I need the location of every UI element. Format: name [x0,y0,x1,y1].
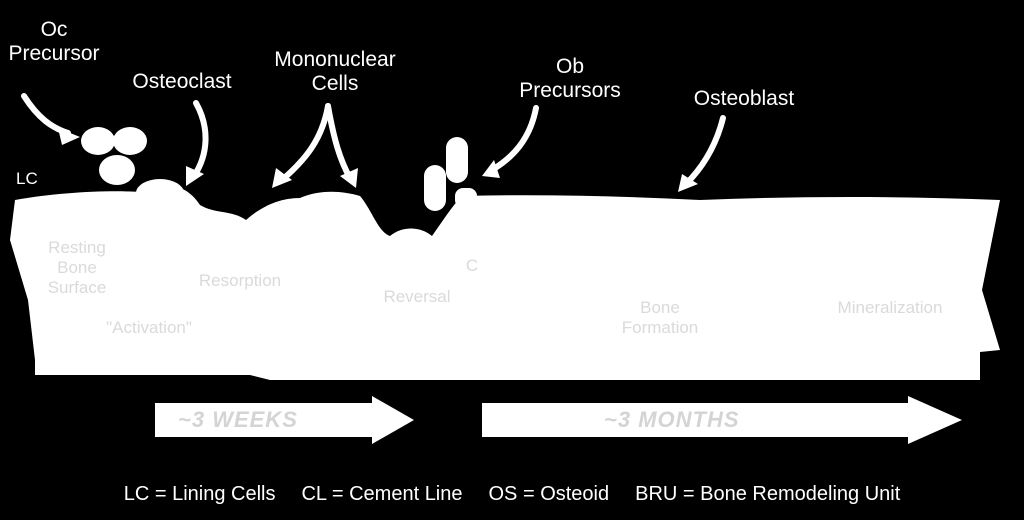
legend: LC = Lining Cells CL = Cement Line OS = … [0,481,1024,507]
legend-bru: BRU = Bone Remodeling Unit [635,483,901,505]
phase-activation-label: "Activation" [106,318,192,337]
legend-os: OS = Osteoid [488,483,610,505]
lc-label: LC [16,169,38,188]
phase-formation-label: Bone Formation [621,298,699,337]
phase-resting-label: Resting Bone Surface [47,238,107,297]
mononuclear-arrow-right [325,103,353,181]
phase-resorption-label: Resorption [198,271,282,290]
mononuclear-cells-label: Mononuclear Cells [274,48,396,95]
ob-precursor-cells [424,137,477,211]
activation-line [159,247,169,323]
months-duration-arrow [482,396,962,444]
bone-surface [10,184,1000,380]
weeks-duration-arrow [155,396,414,444]
ob-precursor-arrow [489,105,539,173]
oc-precursor-arrowhead [58,128,80,145]
ob-precursors-label: Ob Precursors [519,55,621,102]
phase-c-mark: C [465,256,479,275]
legend-lc: LC = Lining Cells [123,483,276,505]
ob-precursor-arrowhead [482,160,500,178]
weeks-duration-text: ~3 WEEKS [178,407,298,432]
legend-cl: CL = Cement Line [301,483,463,505]
mononuclear-right-arrowhead [340,168,358,188]
oc-precursor-arrow [21,93,71,136]
osteoclast-arrowhead [186,166,204,186]
arrow-heads [58,128,698,192]
osteoclast-cell [136,179,184,207]
pointer-arrows [21,93,726,323]
oc-precursor-label: Oc Precursor [8,18,100,65]
osteoclast-arrow [191,100,209,179]
osteoclast-label: Osteoclast [132,70,232,93]
phase-reversal-label: Reversal [383,287,451,306]
osteoblast-arrow [683,115,726,187]
phase-mineralization-label: Mineralization [837,298,943,317]
osteoblast-arrowhead [678,174,698,192]
mononuclear-arrow-left [279,103,331,183]
oc-precursor-cells [81,127,147,185]
mononuclear-left-arrowhead [272,168,292,188]
osteoblast-label: Osteoblast [693,87,795,110]
months-duration-text: ~3 MONTHS [604,407,740,432]
